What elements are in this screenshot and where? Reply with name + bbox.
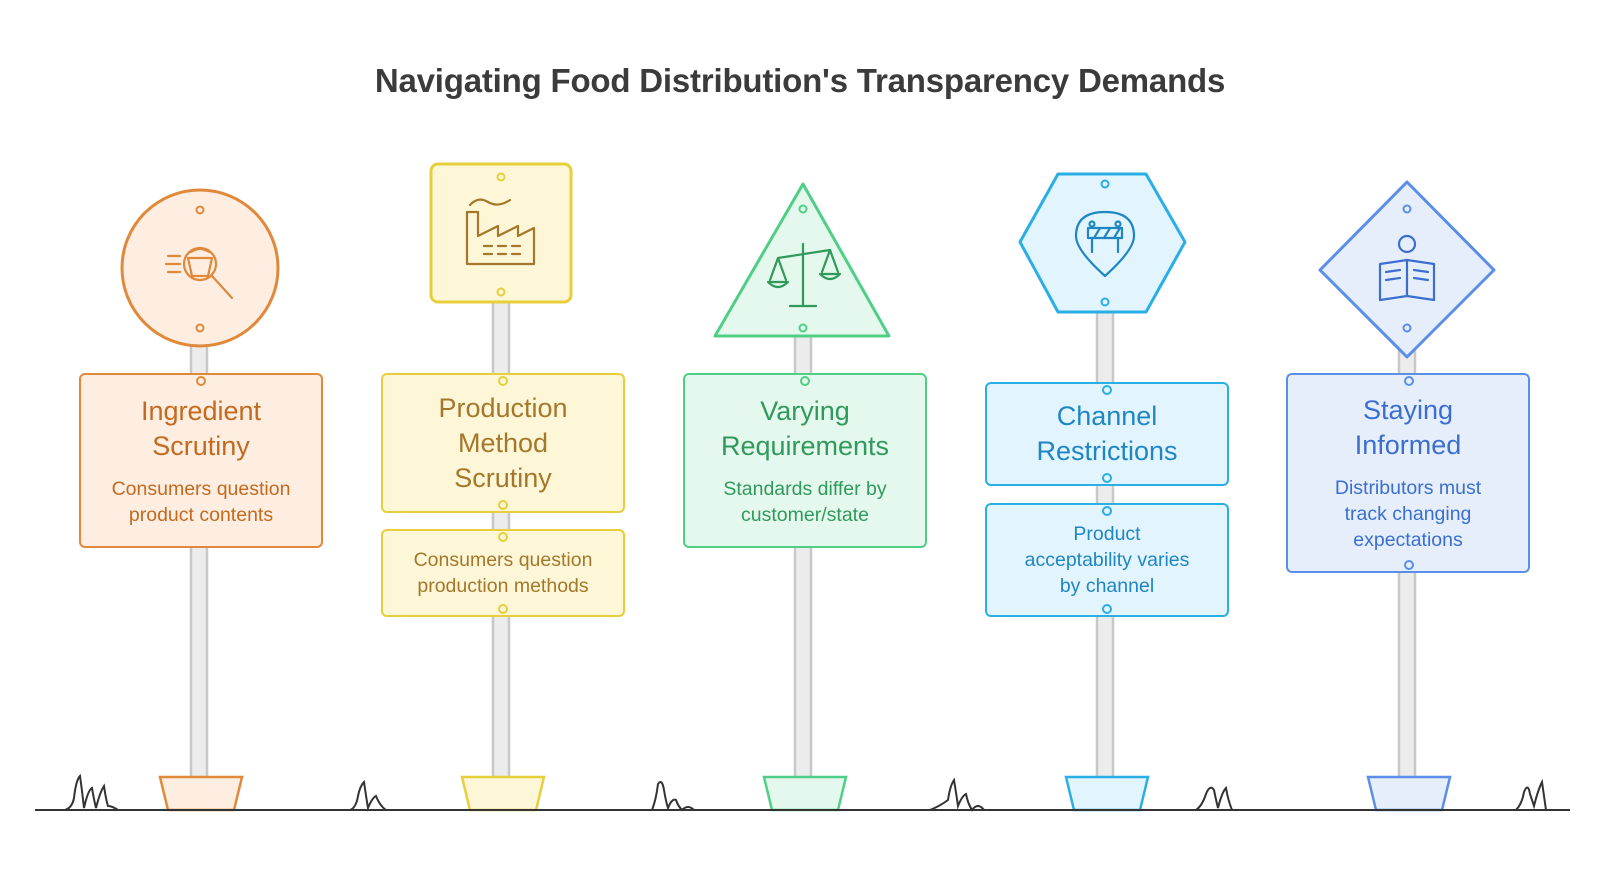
ground xyxy=(35,773,1570,812)
grass-tuft xyxy=(349,779,387,812)
ingredient-magnifier-icon xyxy=(164,246,234,300)
pole-base-1 xyxy=(158,775,244,812)
grass-tuft xyxy=(929,777,985,812)
sign-4-description-card: Product acceptability varies by channel xyxy=(985,503,1229,617)
sign-4-description: Product acceptability varies by channel xyxy=(1024,523,1190,597)
sign-3-description: Standards differ by customer/state xyxy=(723,477,887,526)
pole-base-4 xyxy=(1064,775,1150,812)
connector-dot xyxy=(1102,604,1112,614)
pole-base-3 xyxy=(762,775,848,812)
sign-3-title: Varying Requirements xyxy=(720,395,890,461)
factory-icon xyxy=(465,198,536,266)
grass-tuft xyxy=(64,773,119,811)
sign-2-title-card: Production Method Scrutiny xyxy=(381,373,625,513)
connector-dot xyxy=(196,376,206,386)
sign-5-card: Staying Informed Distributors must track… xyxy=(1286,373,1530,573)
sign-2-title: Production Method Scrutiny xyxy=(438,392,568,493)
connector-dot xyxy=(1102,473,1112,483)
sign-2-description: Consumers question production methods xyxy=(413,549,593,597)
connector-dot xyxy=(1102,385,1112,395)
connector-dot xyxy=(498,604,508,614)
sign-4-hexagon xyxy=(1018,172,1187,314)
person-reading-icon xyxy=(1378,234,1436,302)
connector-dot xyxy=(800,376,810,386)
roadblock-pin-icon xyxy=(1074,210,1136,278)
sign-1-card: Ingredient Scrutiny Consumers question p… xyxy=(79,373,323,548)
sign-4-title: Channel Restrictions xyxy=(1036,401,1178,466)
connector-dot xyxy=(498,376,508,386)
balance-scale-icon xyxy=(766,242,842,308)
pole-base-2 xyxy=(460,775,546,812)
pole-base-5 xyxy=(1366,775,1452,812)
connector-dot xyxy=(1102,506,1112,516)
sign-2-description-card: Consumers question production methods xyxy=(381,529,625,617)
sign-1-circle xyxy=(120,188,280,348)
sign-3-card: Varying Requirements Standards differ by… xyxy=(683,373,927,548)
sign-3-triangle xyxy=(713,182,891,338)
sign-5-description: Distributors must track changing expecta… xyxy=(1334,477,1482,551)
sign-4-title-card: Channel Restrictions xyxy=(985,382,1229,486)
connector-dot xyxy=(1404,560,1414,570)
sign-1-description: Consumers question product contents xyxy=(111,477,291,526)
sign-2-square xyxy=(429,162,573,304)
sign-1-title: Ingredient Scrutiny xyxy=(140,395,262,461)
connector-dot xyxy=(498,532,508,542)
sign-5-title: Staying Informed xyxy=(1354,395,1462,460)
grass-tuft xyxy=(1515,778,1547,811)
grass-tuft xyxy=(651,781,695,812)
pole-bases xyxy=(158,775,1452,812)
connector-dot xyxy=(1404,376,1414,386)
sign-5-diamond xyxy=(1318,180,1496,359)
grass-tuft xyxy=(1195,785,1233,811)
diagram-title: Navigating Food Distribution's Transpare… xyxy=(374,62,1226,99)
connector-dot xyxy=(498,500,508,510)
